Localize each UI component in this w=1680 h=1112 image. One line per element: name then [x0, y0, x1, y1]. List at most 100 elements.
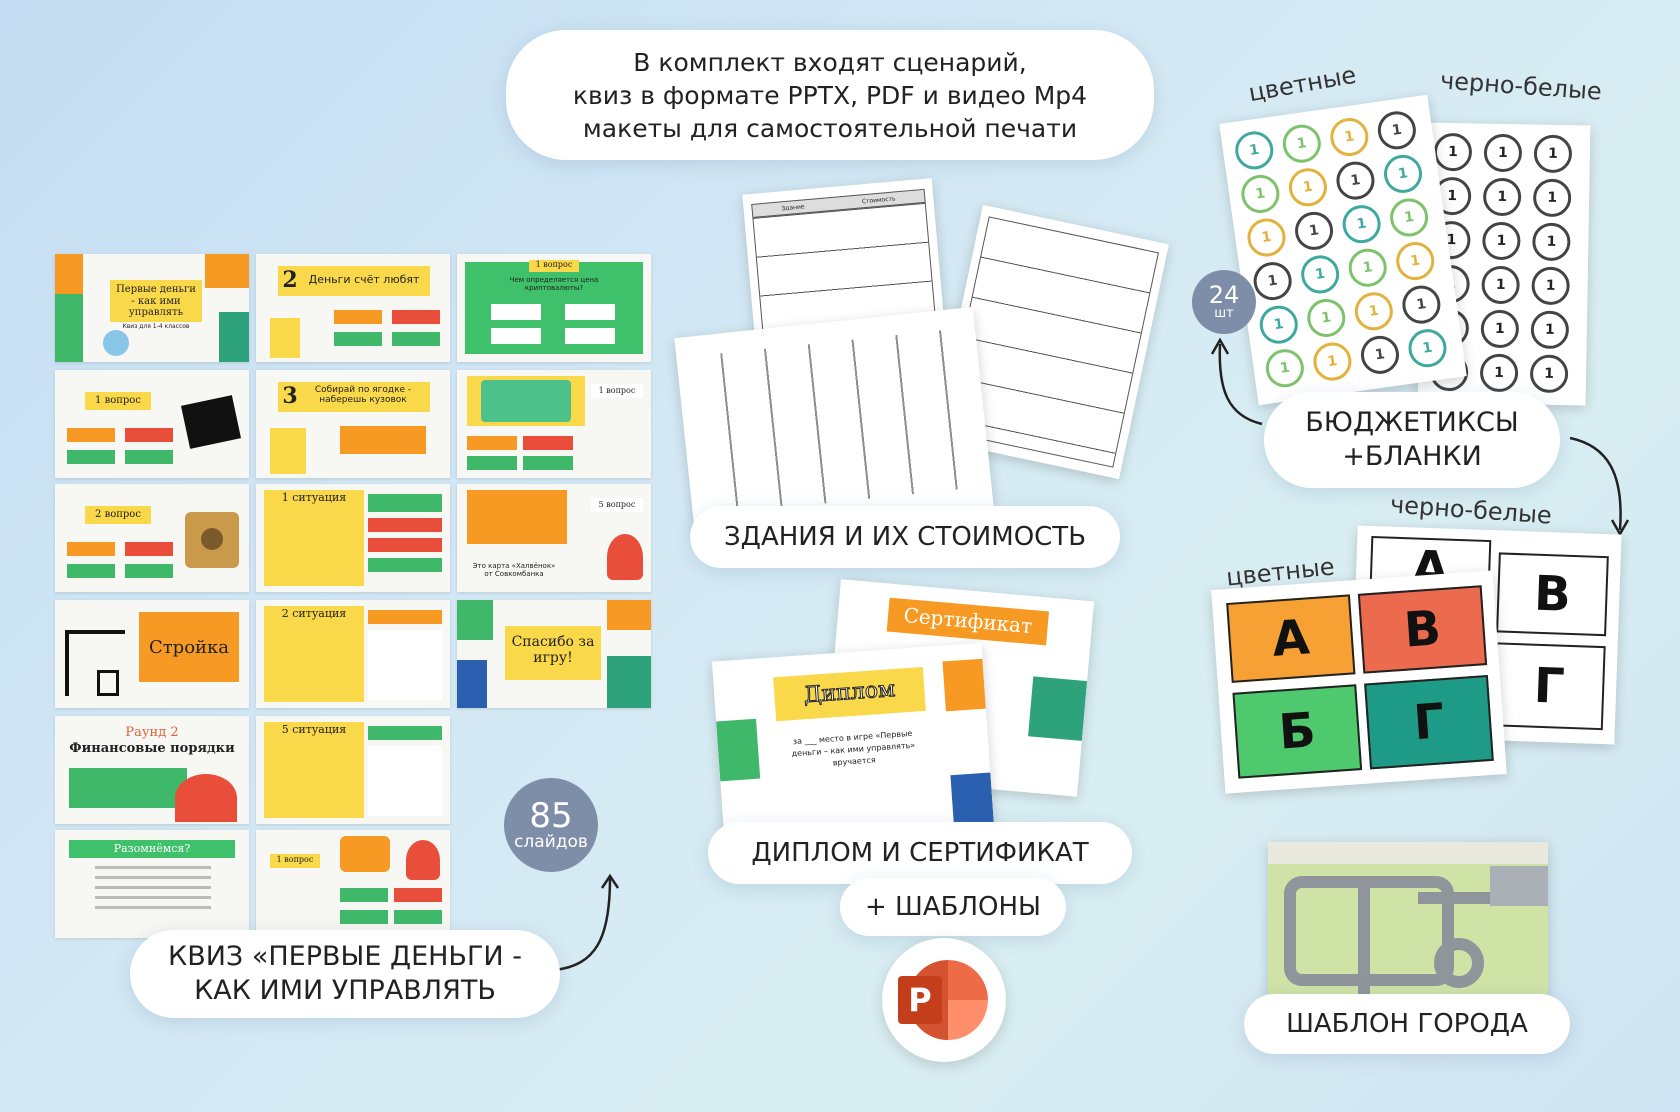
arrow-icon: [554, 873, 620, 972]
coin-icon: 1: [1352, 289, 1396, 333]
slide-question-1a: 1 вопрос: [55, 370, 249, 478]
coin-icon: 1: [1479, 353, 1519, 393]
coins-count-label: шт: [1214, 306, 1234, 321]
slide-text: 1 вопрос: [95, 395, 141, 406]
slide-text: Спасибо за игру!: [511, 634, 595, 667]
slide-question: Чем определяется цена криптовалюты?: [509, 276, 599, 293]
table-header-cost: Стоимость: [861, 194, 896, 205]
coin-icon: 1: [1532, 222, 1571, 262]
budget-label-pill: БЮДЖЕТИКСЫ +БЛАНКИ: [1264, 392, 1560, 488]
coin-icon: 1: [1346, 246, 1390, 290]
slide-num: 2: [282, 267, 298, 293]
slide-text: Стройка: [148, 637, 230, 658]
slide-title-sub: Квиз для 1-4 классов: [122, 323, 190, 330]
diploma-label-pill: ДИПЛОМ И СЕРТИФИКАТ: [708, 822, 1132, 884]
coin-icon: 1: [1530, 310, 1570, 350]
header-info-pill: В комплект входят сценарий, квиз в форма…: [506, 30, 1154, 160]
coin-icon: 1: [1298, 252, 1342, 296]
slide-text: 1 ситуация: [281, 491, 347, 504]
handwritten-color-top: цветные: [1246, 60, 1359, 108]
coin-icon: 1: [1393, 239, 1437, 283]
slide-thanks: Спасибо за игру!: [457, 600, 651, 708]
slide-text: Разомнёмся?: [113, 842, 191, 855]
card-letter-b-color: Б: [1232, 684, 1363, 779]
slide-text: 1 вопрос: [535, 260, 573, 269]
slide-text: Финансовые порядки: [69, 741, 235, 756]
slide-warmup: Разомнёмся?: [55, 830, 249, 938]
slide-text: 5 вопрос: [598, 500, 636, 509]
buildings-label-pill: ЗДАНИЯ И ИХ СТОИМОСТЬ: [690, 506, 1120, 568]
coin-icon: 1: [1406, 326, 1449, 370]
coin-icon: 1: [1531, 266, 1570, 306]
arrow-icon: [1569, 436, 1630, 537]
card-letter-v-bw: В: [1496, 552, 1609, 637]
coin-icon: 1: [1292, 209, 1336, 253]
coin-icon: 1: [1251, 259, 1295, 303]
card-letter-a-color: А: [1226, 594, 1356, 683]
powerpoint-icon: P: [882, 938, 1006, 1062]
color-cards-sheet: А В Б Г: [1211, 570, 1507, 794]
coin-icon: 1: [1482, 177, 1522, 217]
buildings-label: ЗДАНИЯ И ИХ СТОИМОСТЬ: [723, 522, 1087, 552]
slide-round-2: Раунд 2 Финансовые порядки: [55, 716, 249, 824]
slide-round: Раунд 2: [125, 725, 179, 740]
slides-count-badge: 85 слайдов: [504, 778, 598, 872]
handwritten-bw-top: черно-белые: [1439, 66, 1603, 106]
slide-text: 1 вопрос: [276, 855, 314, 864]
coin-icon: 1: [1280, 122, 1324, 166]
arrow-icon: [1210, 337, 1263, 426]
coin-icon: 1: [1399, 283, 1443, 327]
header-line-1: В комплект входят сценарий,: [633, 47, 1027, 77]
slide-title: Первые деньги - как ими управлять Квиз д…: [55, 254, 249, 362]
coin-icon: 1: [1358, 333, 1402, 377]
slide-title-text: Первые деньги - как ими управлять: [116, 284, 196, 318]
coin-icon: 1: [1304, 296, 1348, 340]
slide-situation-5: 5 ситуация: [256, 716, 450, 824]
quiz-label-pill: КВИЗ «ПЕРВЫЕ ДЕНЬГИ - КАК ИМИ УПРАВЛЯТЬ: [130, 930, 560, 1018]
coin-icon: 1: [1533, 134, 1573, 174]
table-header-building: Здание: [781, 202, 805, 212]
coin-icon: 1: [1481, 265, 1520, 305]
diploma-text: за ___ место в игре «Первые деньги – как…: [791, 728, 916, 768]
coin-icon: 1: [1238, 172, 1282, 216]
coin-icon: 1: [1381, 152, 1425, 196]
coin-icon: 1: [1532, 178, 1572, 218]
coins-count-number: 24: [1208, 281, 1240, 309]
slides-count-label: слайдов: [514, 832, 588, 852]
header-line-3: макеты для самостоятельной печати: [582, 113, 1078, 143]
coin-icon: 1: [1340, 202, 1384, 246]
quiz-label-line-1: КВИЗ «ПЕРВЫЕ ДЕНЬГИ -: [168, 941, 522, 972]
coin-icon: 1: [1286, 165, 1330, 209]
powerpoint-letter: P: [908, 981, 932, 1019]
coin-icon: 1: [1334, 159, 1377, 203]
slide-text: 2 вопрос: [95, 509, 141, 520]
quiz-label-line-2: КАК ИМИ УПРАВЛЯТЬ: [194, 975, 496, 1006]
slide-question-2: 2 вопрос: [55, 484, 249, 592]
handwritten-bw-cards: черно-белые: [1389, 490, 1553, 530]
slide-text: 2 ситуация: [281, 607, 347, 620]
slide-text: 5 ситуация: [281, 723, 347, 736]
header-line-2: квиз в формате PPTX, PDF и видео Mp4: [572, 80, 1088, 110]
slide-sub: Это карта «Халвёнок» от Совкомбанка: [472, 562, 556, 579]
slide-text: 1 вопрос: [598, 386, 636, 395]
coin-icon: 1: [1480, 309, 1520, 349]
coin-icon: 1: [1245, 216, 1288, 259]
coin-icon: 1: [1483, 133, 1523, 173]
slide-num: 3: [282, 383, 298, 409]
diploma-label: ДИПЛОМ И СЕРТИФИКАТ: [751, 838, 1089, 868]
diploma-sheet: Диплом за ___ место в игре «Первые деньг…: [711, 642, 995, 846]
slide-construction: Стройка: [55, 600, 249, 708]
card-letter-g-bw: Г: [1492, 642, 1606, 731]
slide-situation-1: 1 ситуация: [256, 484, 450, 592]
coin-icon: 1: [1433, 132, 1473, 172]
slide-situation-2: 2 ситуация: [256, 600, 450, 708]
coin-icon: 1: [1232, 128, 1276, 172]
coins-count-badge: 24 шт: [1192, 270, 1256, 334]
card-letter-v-color: В: [1357, 585, 1488, 674]
slide-question-5: 5 вопрос Это карта «Халвёнок» от Совкомб…: [457, 484, 651, 592]
slide-question-card: 1 вопрос: [457, 370, 651, 478]
slide-text: Собирай по ягодке - наберешь кузовок: [314, 385, 412, 406]
slide-berries: 3 Собирай по ягодке - наберешь кузовок: [256, 370, 450, 478]
budget-label-line-2: +БЛАНКИ: [1342, 441, 1482, 472]
city-map-sheet: [1268, 842, 1548, 1002]
